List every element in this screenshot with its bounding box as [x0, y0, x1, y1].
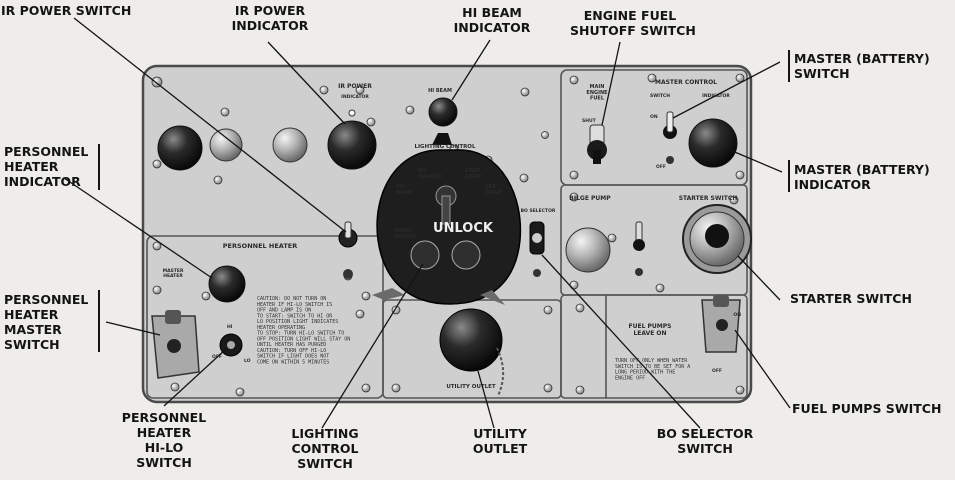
- ir-power-indicator-lamp: [327, 120, 377, 170]
- ir-power-toggle[interactable]: [338, 221, 358, 279]
- svg-text:SWITCH: SWITCH: [650, 93, 670, 99]
- svg-text:UNLOCK: UNLOCK: [433, 221, 494, 236]
- svg-text:IR POWER: IR POWER: [338, 83, 372, 90]
- personnel-heater-lamp: [208, 265, 246, 303]
- bilge-pump-toggle[interactable]: [633, 221, 645, 276]
- svg-text:HI: HI: [227, 324, 233, 330]
- engine-fuel-shutoff-toggle[interactable]: [587, 124, 607, 164]
- svg-text:ON: ON: [650, 114, 658, 120]
- fuel-pumps-switch-guard[interactable]: [701, 295, 741, 353]
- svg-text:MASTER CONTROL: MASTER CONTROL: [655, 79, 717, 86]
- svg-text:BILGE PUMP: BILGE PUMP: [569, 195, 611, 202]
- callout-starter-switch: STARTER SWITCH: [790, 291, 912, 306]
- callout-bo-selector-switch: BO SELECTOR SWITCH: [656, 426, 754, 456]
- bo-selector-toggle[interactable]: [529, 221, 545, 277]
- panel-engraving: IR POWER INDICATOR HI BEAM LIGHTING CONT…: [163, 79, 742, 390]
- svg-text:LIGHTING CONTROL: LIGHTING CONTROL: [415, 144, 476, 150]
- callout-engine-fuel-shutoff: ENGINE FUEL SHUTOFF SWITCH: [570, 8, 696, 38]
- svg-text:ON: ON: [733, 312, 741, 318]
- upper-left-lamps: [157, 125, 308, 171]
- svg-text:PERSONNEL HEATER: PERSONNEL HEATER: [223, 242, 297, 250]
- leader-lines: [63, 17, 791, 429]
- hi-beam-lamp: [428, 97, 458, 127]
- callout-personnel-heater-hilo: PERSONNEL HEATER HI-LO SWITCH: [121, 410, 207, 470]
- callout-personnel-heater-master-switch: PERSONNEL HEATER MASTER SWITCH: [4, 292, 89, 352]
- callout-ir-power-switch: IR POWER SWITCH: [1, 3, 132, 18]
- callout-hi-beam-indicator: HI BEAM INDICATOR: [453, 5, 531, 35]
- callout-lighting-control-switch: LIGHTING CONTROL SWITCH: [291, 426, 359, 471]
- callout-fuel-pumps-switch: FUEL PUMPS SWITCH: [792, 401, 942, 416]
- utility-outlet-socket[interactable]: [439, 308, 505, 397]
- heater-master-switch-guard[interactable]: [151, 310, 200, 379]
- svg-text:LO: LO: [244, 358, 251, 364]
- svg-text:OFF: OFF: [656, 164, 666, 170]
- panel-bolts: [151, 73, 745, 397]
- svg-text:BO SELECTOR: BO SELECTOR: [521, 208, 556, 214]
- svg-text:SHUT: SHUT: [582, 118, 597, 124]
- heater-hi-lo-toggle[interactable]: [219, 333, 243, 357]
- svg-text:UTILITY OUTLET: UTILITY OUTLET: [446, 384, 496, 390]
- callout-personnel-heater-indicator: PERSONNEL HEATER INDICATOR: [4, 144, 89, 189]
- master-battery-lamp: [688, 118, 738, 168]
- master-battery-toggle[interactable]: [663, 111, 677, 164]
- starter-button[interactable]: [682, 204, 752, 274]
- svg-text:HI BEAM: HI BEAM: [428, 88, 452, 94]
- callout-utility-outlet: UTILITY OUTLET: [472, 426, 528, 456]
- svg-text:STARTER SWITCH: STARTER SWITCH: [679, 195, 738, 202]
- bilge-pump-lamp: [565, 227, 611, 273]
- callout-master-battery-switch: MASTER (BATTERY) SWITCH: [794, 51, 930, 81]
- svg-text:INDICATOR: INDICATOR: [341, 94, 369, 100]
- svg-text:OFF: OFF: [712, 368, 722, 374]
- callout-ir-power-indicator: IR POWER INDICATOR: [231, 3, 309, 33]
- callout-master-battery-indicator: MASTER (BATTERY) INDICATOR: [794, 162, 930, 192]
- lighting-control-assembly[interactable]: [372, 133, 522, 305]
